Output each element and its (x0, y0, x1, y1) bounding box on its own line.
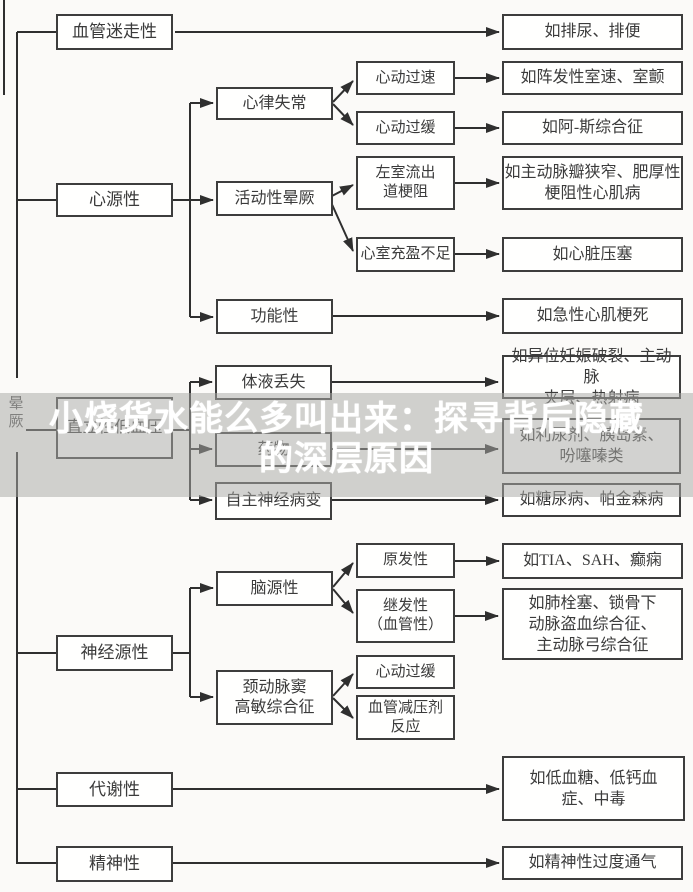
node-cerebrogenic: 脑源性 (216, 571, 333, 606)
node-carotid-sinus: 颈动脉窦 高敏综合征 (216, 670, 333, 725)
watermark-line2: 的深层原因 (259, 440, 434, 478)
example-tachycardia: 如阵发性室速、室颤 (502, 61, 683, 95)
node-vasovagal: 血管迷走性 (56, 14, 173, 50)
node-arrhythmia: 心律失常 (216, 87, 333, 120)
node-cardiac: 心源性 (56, 183, 173, 217)
node-neurogenic: 神经源性 (56, 635, 173, 671)
example-functional: 如急性心肌梗死 (502, 298, 683, 334)
example-metabolic: 如低血糖、低钙血 症、中毒 (502, 756, 685, 821)
watermark-text: 小烧货水能么多叫出来：探寻背后隐藏 的深层原因 (0, 399, 693, 479)
node-secondary-vascular: 继发性 （血管性） (356, 589, 455, 643)
node-metabolic: 代谢性 (56, 772, 173, 807)
node-vasodepressor-reaction: 血管减压剂 反应 (356, 695, 455, 740)
node-lv-outflow-obstruction: 左室流出 道梗阻 (356, 156, 455, 210)
example-lv-outflow: 如主动脉瓣狭窄、肥厚性 梗阻性心肌病 (502, 156, 683, 210)
node-obstructive-syncope: 活动性晕厥 (216, 181, 333, 216)
example-psychiatric: 如精神性过度通气 (502, 846, 683, 880)
node-bradycardia-carotid: 心动过缓 (356, 655, 455, 689)
example-vasovagal: 如排尿、排便 (502, 14, 683, 50)
node-psychiatric: 精神性 (56, 846, 173, 882)
node-primary: 原发性 (356, 543, 455, 578)
node-functional: 功能性 (216, 299, 333, 334)
example-bradycardia: 如阿-斯综合征 (502, 111, 683, 145)
watermark-band (0, 393, 693, 497)
node-ventricular-underfilling: 心室充盈不足 (356, 237, 455, 272)
example-secondary: 如肺栓塞、锁骨下 动脉盗血综合征、 主动脉弓综合征 (502, 588, 683, 660)
node-bradycardia: 心动过缓 (356, 111, 455, 145)
node-tachycardia: 心动过速 (356, 61, 455, 95)
example-underfilling: 如心脏压塞 (502, 237, 683, 272)
example-primary: 如TIA、SAH、癫痫 (502, 543, 683, 579)
watermark-line1: 小烧货水能么多叫出来：探寻背后隐藏 (49, 400, 644, 438)
